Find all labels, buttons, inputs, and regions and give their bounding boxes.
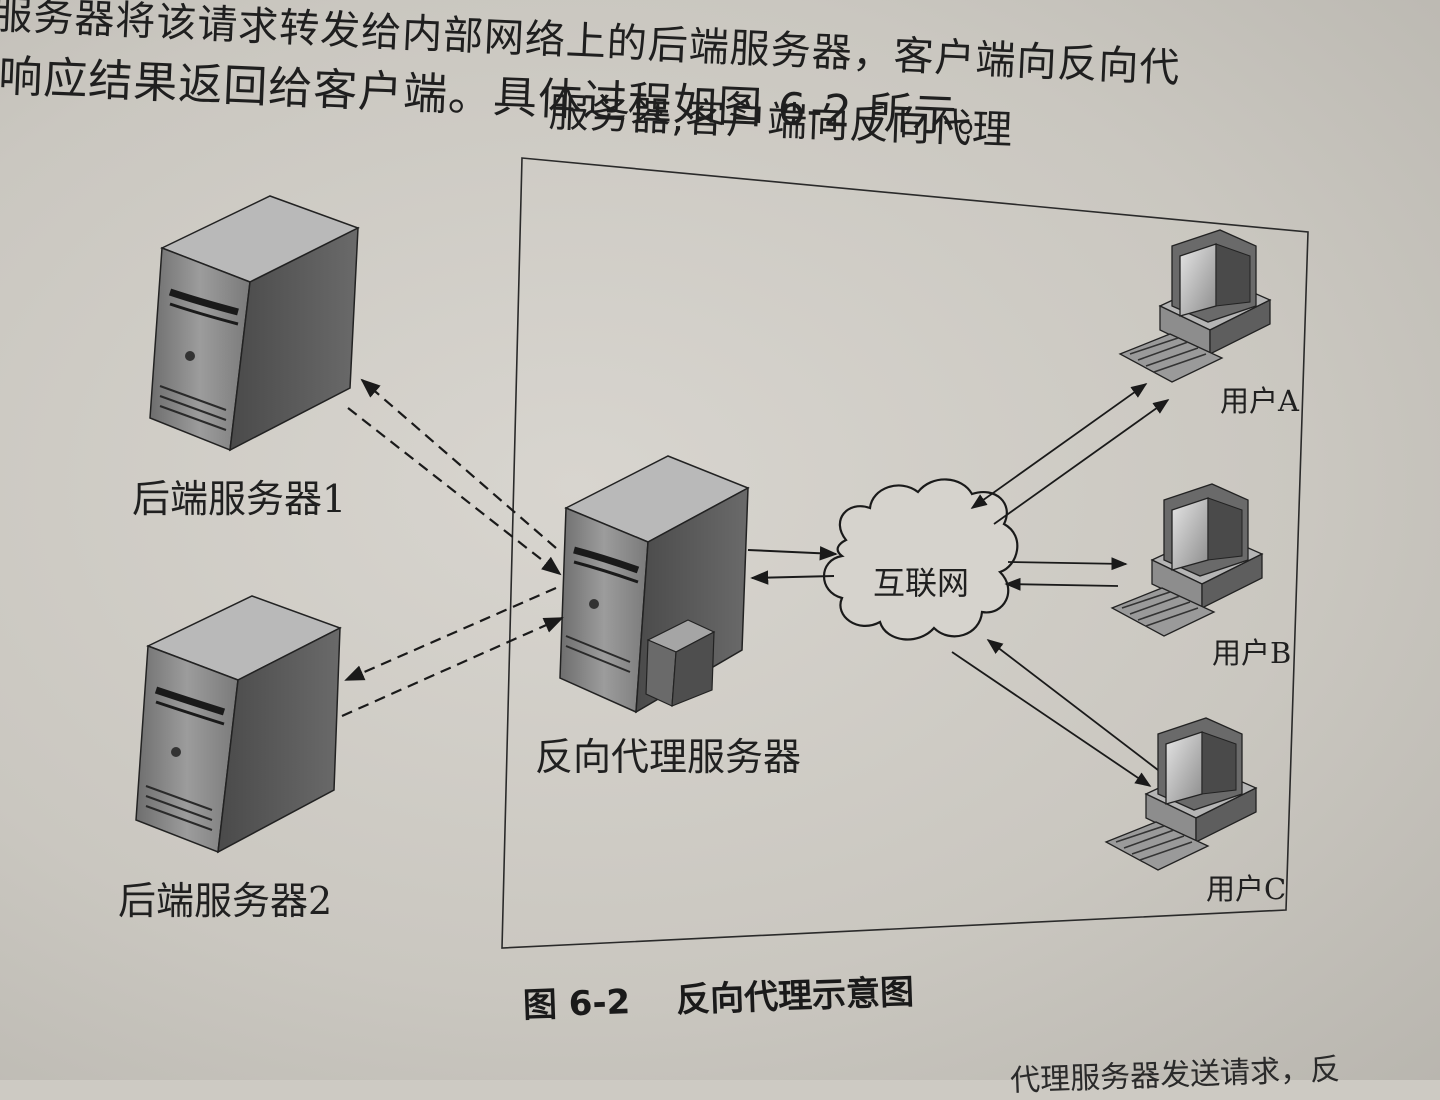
internet-label: 互联网 xyxy=(873,564,970,602)
figure-number: 图 6-2 xyxy=(522,982,631,1026)
backend-server-2-icon xyxy=(135,595,342,854)
backend-server-1-label: 后端服务器1 xyxy=(132,477,347,521)
user-a-label: 用户A xyxy=(1220,384,1299,418)
reverse-proxy-server-icon xyxy=(559,455,750,714)
user-b-label: 用户B xyxy=(1212,636,1292,670)
backend-server-2-label: 后端服务器2 xyxy=(118,879,333,923)
internal-network-frame xyxy=(501,157,1309,949)
figure-title: 反向代理示意图 xyxy=(675,972,915,1021)
user-c-computer-icon xyxy=(1104,717,1258,871)
user-c-label: 用户C xyxy=(1206,872,1287,906)
backend-proxy-connections xyxy=(341,378,564,718)
proxy-internet-connections xyxy=(747,546,838,585)
backend-server-1-icon xyxy=(149,195,360,452)
user-b-computer-icon xyxy=(1110,483,1264,637)
reverse-proxy-server-label: 反向代理服务器 xyxy=(535,735,802,779)
internet-user-connections xyxy=(951,383,1170,787)
internet-cloud-icon xyxy=(822,478,1019,641)
user-a-computer-icon xyxy=(1118,229,1272,383)
